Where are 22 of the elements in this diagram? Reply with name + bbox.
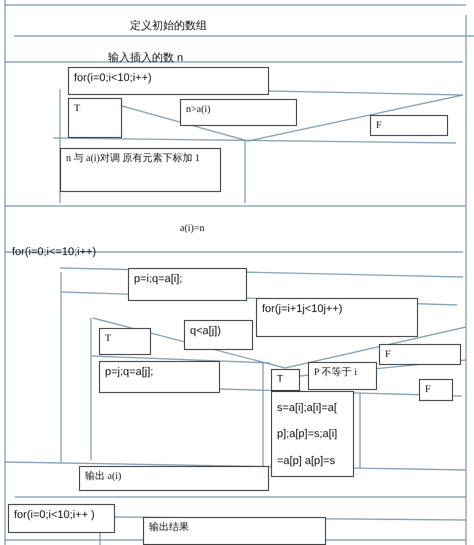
branch-box: F	[419, 379, 453, 401]
branch-box: T	[68, 98, 122, 138]
process-box: s=a[i];a[i]=a[ p];a[p]=s;a[i] =a[p] a[p]=s	[271, 391, 354, 477]
process-box: n 与 a(i)对调 原有元素下标加 1	[60, 148, 221, 192]
condition-box: P 不等于 i	[308, 362, 377, 390]
process-box: 输出 a(i)	[79, 466, 269, 491]
loop-box: for(j=i+1j<10j++)	[256, 298, 418, 337]
branch-box: T	[99, 328, 151, 355]
step-text: 定义初始的数组	[130, 18, 207, 33]
branch-box: F	[379, 344, 461, 365]
loop-box: for(i=0;i<10;i++ )	[8, 504, 115, 533]
loop-box: for(i=0;i<10;i++)	[68, 67, 269, 95]
process-box: p=i;q=a[i];	[128, 268, 247, 301]
step-text: 输入插入的数 n	[108, 51, 184, 65]
process-box: p=j;q=a[j];	[99, 361, 220, 393]
branch-box: F	[370, 115, 448, 136]
process-box: 输出结果	[143, 517, 326, 545]
condition-box: q<a[j])	[184, 320, 253, 350]
step-text: a(i)=n	[180, 223, 205, 234]
loop-text: for(i=0;i<=10;i++)	[12, 246, 96, 258]
branch-box: T	[271, 369, 300, 391]
condition-box: n>a(i)	[180, 99, 297, 126]
